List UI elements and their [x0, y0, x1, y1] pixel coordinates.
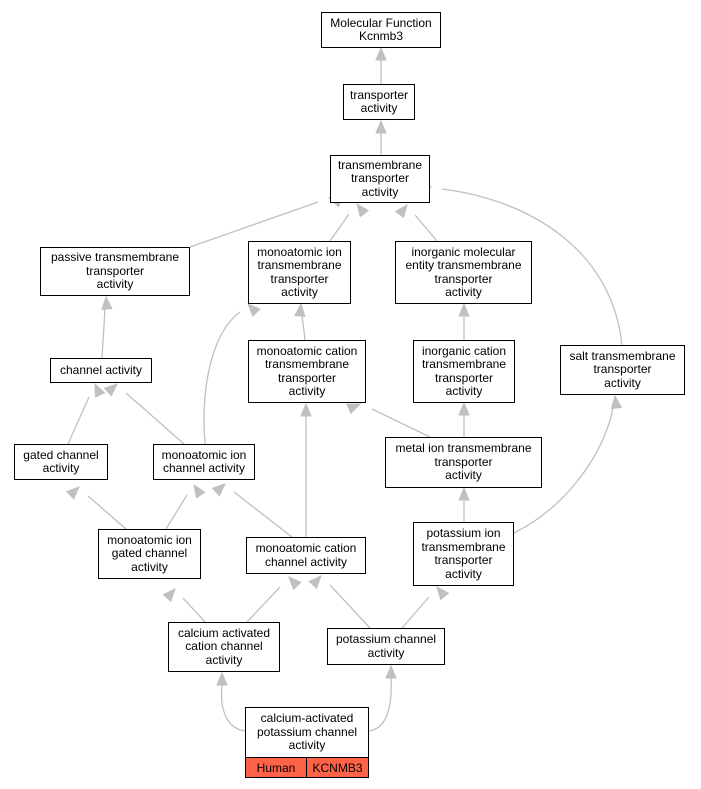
edge-transporter-to-root — [375, 46, 387, 84]
node-transmembrane-transporter-activity[interactable]: transmembrane transporter activity — [330, 155, 430, 203]
species-label: Human — [246, 758, 306, 777]
edge-ion-gated-to-gated — [65, 486, 127, 530]
edge-ion-gated-to-ionchannel — [165, 483, 206, 530]
edge-cation-channel-to-cation-tm-arrowhead — [300, 402, 312, 417]
edge-channel-to-passive — [101, 295, 113, 359]
edge-metal-to-inorg-cation — [458, 401, 470, 437]
edge-ca-cation-to-ion-gated-arrowhead — [162, 588, 176, 603]
node-channel-activity[interactable]: channel activity — [50, 358, 152, 383]
gene-symbol-label[interactable]: KCNMB3 — [306, 758, 368, 777]
edge-gated-to-channel-arrowhead — [94, 382, 106, 398]
edge-cation-tm-to-monoion-tm-arrowhead — [294, 302, 306, 317]
edge-ionchannel-to-channel-line — [125, 392, 185, 445]
edge-metal-to-inorg-cation-arrowhead — [458, 401, 470, 416]
edge-passive-to-tm-line — [189, 201, 319, 248]
edge-ca-k-to-k-channel-arrowhead — [385, 664, 397, 679]
node-passive-transmembrane-transporter-activity[interactable]: passive transmembrane transporter activi… — [40, 247, 190, 296]
edge-ca-k-to-ca-cation — [216, 671, 246, 732]
gene-annotation-row: Human KCNMB3 — [245, 757, 369, 778]
edge-potassium-ion-to-salt-line — [513, 407, 614, 534]
edge-metal-to-cation-tm-arrowhead — [346, 403, 362, 415]
edge-gated-to-channel-line — [67, 396, 90, 445]
edge-ionchannel-to-monoion-tm-arrowhead — [247, 303, 261, 317]
node-monoatomic-ion-transmembrane-transporter-activity[interactable]: monoatomic ion transmembrane transporter… — [248, 241, 351, 304]
node-monoatomic-ion-channel-activity[interactable]: monoatomic ion channel activity — [153, 444, 255, 480]
node-potassium-channel-activity[interactable]: potassium channel activity — [327, 628, 445, 665]
edge-monoion-tm-to-tm-line — [329, 213, 350, 242]
edge-tm-to-transporter-arrowhead — [375, 119, 387, 134]
edge-metal-to-cation-tm-line — [371, 408, 431, 438]
edge-ca-k-to-k-channel — [368, 664, 397, 732]
edge-salt-to-tm-line — [441, 188, 623, 346]
node-metal-ion-transmembrane-transporter-activity[interactable]: metal ion transmembrane transporter acti… — [385, 437, 542, 488]
edge-ca-k-to-ca-cation-line — [220, 684, 246, 732]
edge-k-channel-to-potassium-ion-arrowhead — [436, 585, 450, 601]
edge-cation-channel-to-ionchannel-line — [233, 491, 293, 538]
edge-ca-cation-to-cation-channel-arrowhead — [288, 576, 302, 591]
edge-inorganic-to-tm-line — [414, 214, 438, 242]
edge-cation-tm-to-monoion-tm-line — [301, 314, 306, 341]
edge-potassium-ion-to-metal — [458, 486, 470, 522]
edge-channel-to-passive-arrowhead — [101, 295, 113, 310]
edge-ionchannel-to-monoion-tm — [203, 303, 261, 445]
node-molecular-function-root[interactable]: Molecular Function Kcnmb3 — [321, 12, 441, 48]
edge-inorg-cation-to-inorganic-arrowhead — [458, 302, 470, 317]
node-potassium-ion-transmembrane-transporter-activity[interactable]: potassium ion transmembrane transporter … — [413, 522, 514, 586]
edge-cation-tm-to-monoion-tm — [294, 302, 306, 341]
edge-inorganic-to-tm-arrowhead — [394, 203, 408, 219]
edge-cation-channel-to-cation-tm — [300, 402, 312, 537]
edge-potassium-ion-to-salt-arrowhead — [610, 394, 623, 410]
edge-ionchannel-to-channel-arrowhead — [103, 383, 118, 397]
edge-k-channel-to-cation-channel-line — [329, 584, 371, 629]
edge-ionchannel-to-monoion-tm-line — [203, 311, 241, 445]
edge-k-channel-to-potassium-ion-line — [401, 596, 430, 629]
edge-k-channel-to-potassium-ion — [401, 585, 450, 629]
node-monoatomic-cation-channel-activity[interactable]: monoatomic cation channel activity — [246, 537, 366, 574]
edge-ca-cation-to-cation-channel — [246, 576, 302, 623]
edge-ion-gated-to-gated-arrowhead — [65, 486, 80, 500]
edge-channel-to-passive-line — [101, 308, 106, 359]
edge-passive-to-tm — [189, 196, 343, 248]
edge-metal-to-cation-tm — [346, 403, 431, 438]
edge-transporter-to-root-arrowhead — [375, 46, 387, 61]
node-gated-channel-activity[interactable]: gated channel activity — [14, 444, 108, 480]
edge-inorganic-to-tm — [394, 203, 438, 242]
node-calcium-activated-cation-channel-activity[interactable]: calcium activated cation channel activit… — [168, 622, 280, 672]
edge-monoion-tm-to-tm — [329, 202, 370, 242]
node-inorganic-molecular-entity-transmembrane-transporter-activity[interactable]: inorganic molecular entity transmembrane… — [395, 241, 532, 304]
edge-k-channel-to-cation-channel — [308, 575, 371, 629]
edge-potassium-ion-to-salt — [513, 394, 623, 534]
node-calcium-activated-potassium-channel-activity[interactable]: calcium-activated potassium channel acti… — [245, 707, 369, 757]
edge-ion-gated-to-ionchannel-line — [165, 494, 188, 530]
edge-gated-to-channel — [67, 382, 106, 445]
edge-ion-gated-to-gated-line — [87, 495, 127, 530]
edge-inorg-cation-to-inorganic — [458, 302, 470, 340]
edge-cation-channel-to-ionchannel-arrowhead — [211, 483, 226, 497]
edge-monoion-tm-to-tm-arrowhead — [356, 202, 370, 218]
edge-ca-cation-to-ion-gated-line — [182, 597, 206, 623]
edge-k-channel-to-cation-channel-arrowhead — [308, 575, 322, 590]
node-salt-transmembrane-transporter-activity[interactable]: salt transmembrane transporter activity — [560, 345, 685, 395]
edge-ca-cation-to-cation-channel-line — [246, 586, 281, 623]
edge-ion-gated-to-ionchannel-arrowhead — [193, 483, 206, 499]
node-monoatomic-cation-transmembrane-transporter-activity[interactable]: monoatomic cation transmembrane transpor… — [248, 340, 366, 403]
edge-ca-k-to-k-channel-line — [368, 677, 392, 732]
edge-ionchannel-to-channel — [103, 383, 185, 445]
node-monoatomic-ion-gated-channel-activity[interactable]: monoatomic ion gated channel activity — [98, 529, 201, 579]
node-transporter-activity[interactable]: transporter activity — [343, 84, 415, 120]
edge-cation-channel-to-ionchannel — [211, 483, 293, 538]
edge-ca-cation-to-ion-gated — [162, 588, 206, 623]
node-inorganic-cation-transmembrane-transporter-activity[interactable]: inorganic cation transmembrane transport… — [413, 340, 515, 403]
edge-ca-k-to-ca-cation-arrowhead — [216, 671, 228, 686]
edge-potassium-ion-to-metal-arrowhead — [458, 486, 470, 501]
edge-tm-to-transporter — [375, 119, 387, 155]
